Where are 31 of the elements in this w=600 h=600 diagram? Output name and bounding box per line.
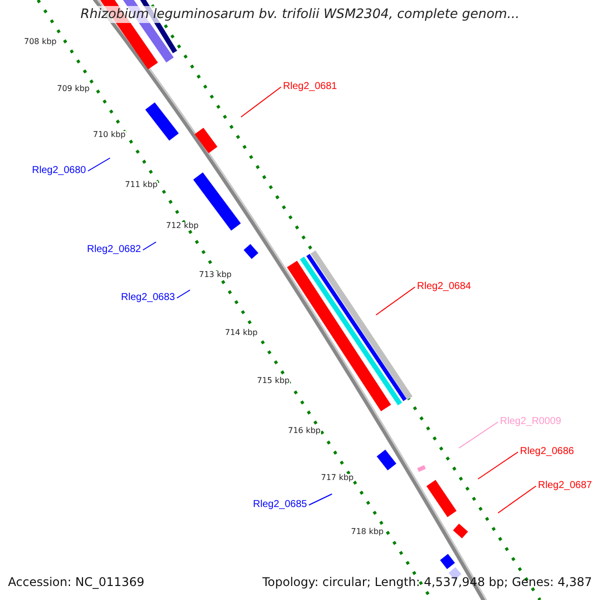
gene-label: Rleg2_0680 xyxy=(32,166,86,176)
scale-label: 718 kbp xyxy=(351,528,384,536)
leader-line xyxy=(376,286,416,316)
scale-label: 717 kbp xyxy=(321,474,354,482)
scale-label: 712 kbp xyxy=(166,222,199,230)
gene-label: Rleg2_0681 xyxy=(283,82,337,92)
leader-line xyxy=(176,290,190,298)
scale-label: 709 kbp xyxy=(57,85,90,93)
leader-line xyxy=(87,158,110,172)
gene-label: Rleg2_0685 xyxy=(253,500,307,510)
genome-info-text: Topology: circular; Length: 4,537,948 bp; Genes: 4,387 xyxy=(262,576,592,588)
leader-line xyxy=(142,242,156,250)
scale-label: 714 kbp xyxy=(225,329,258,337)
scale-label: 716 kbp xyxy=(288,427,321,435)
leader-line xyxy=(458,422,498,448)
scale-label: 708 kbp xyxy=(24,38,57,46)
gene-label: Rleg2_R0009 xyxy=(500,417,562,427)
gene-label: Rleg2_0682 xyxy=(87,245,141,255)
leader-line xyxy=(308,494,332,506)
scale-label: 711 kbp xyxy=(125,181,158,189)
leader-line xyxy=(240,86,282,118)
scale-label: 715 kbp xyxy=(257,377,290,385)
gene-label: Rleg2_0683 xyxy=(121,293,175,303)
accession-text: Accession: NC_011369 xyxy=(8,576,144,588)
leader-line xyxy=(498,486,536,514)
gene-label: Rleg2_0686 xyxy=(520,447,574,457)
gene-label: Rleg2_0684 xyxy=(417,282,471,292)
gene-label: Rleg2_0687 xyxy=(538,481,592,491)
leader-line xyxy=(478,452,518,480)
scale-label: 713 kbp xyxy=(199,271,232,279)
scale-label: 710 kbp xyxy=(93,131,126,139)
